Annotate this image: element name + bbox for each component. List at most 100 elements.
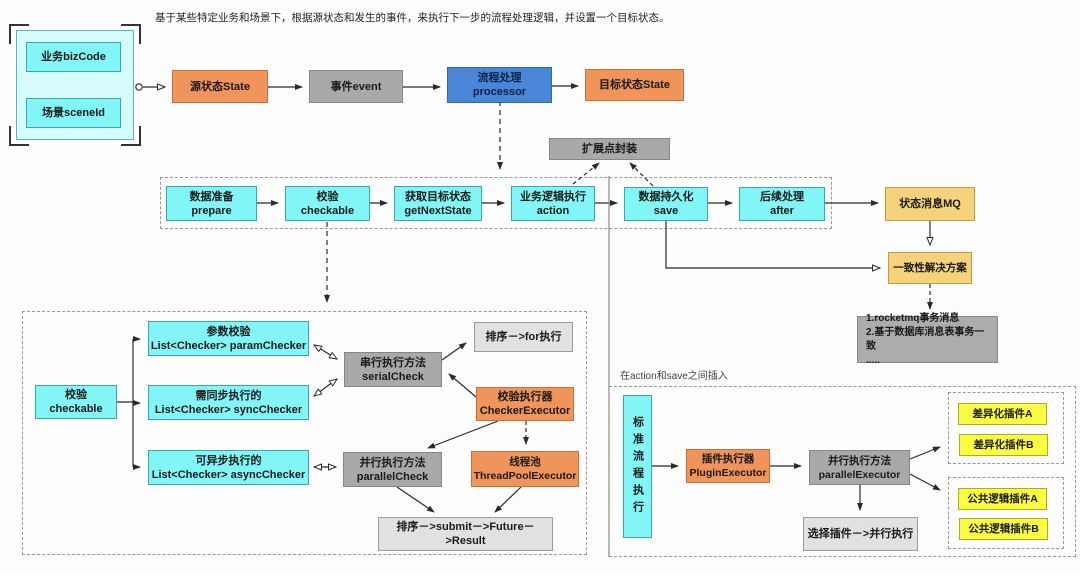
serial-check-label-en: serialCheck xyxy=(362,370,424,383)
async-checker-label-cn: 可异步执行的 xyxy=(195,454,262,467)
processor-label-cn: 流程处理 xyxy=(477,72,522,84)
after-label-cn: 后续处理 xyxy=(760,191,804,203)
connector-save-to-extension xyxy=(629,162,654,187)
common-plugin-a-label: 公共逻辑插件A xyxy=(967,493,1038,505)
diff-plugin-b-label: 差异化插件B xyxy=(973,439,1034,451)
connector-action-to-extension xyxy=(572,162,600,185)
node-target-state: 目标状态State xyxy=(585,69,684,101)
diff-plugin-group-border xyxy=(948,392,1064,464)
consistency-note-2: 2.基于数据库消息表事务一致 xyxy=(866,326,985,352)
async-checker-label-en: List<Checker> asyncChecker xyxy=(151,468,306,481)
event-label: 事件event xyxy=(330,80,382,93)
node-common-plugin-b: 公共逻辑插件B xyxy=(959,518,1048,540)
extension-point-label: 扩展点封装 xyxy=(582,143,637,155)
connector-context-origin-circle xyxy=(135,83,143,91)
node-after: 后续处理 after xyxy=(739,187,825,221)
node-for-note: 排序－>for执行 xyxy=(474,322,573,352)
connector-serialcheck-to-fornote xyxy=(441,342,467,361)
node-save: 数据持久化 save xyxy=(624,187,708,221)
checkable-label-cn: 校验 xyxy=(316,190,339,203)
parallel-executor-label-en: parallelExecutor xyxy=(818,468,901,481)
connector-checkerexecutor-to-serialcheck xyxy=(448,373,477,398)
prepare-label-en: prepare xyxy=(191,204,232,217)
node-action: 业务逻辑执行 action xyxy=(511,186,595,221)
standard-flow-label: 标准流程执行 xyxy=(631,415,644,518)
serial-check-label-cn: 串行执行方法 xyxy=(360,356,426,369)
connector-parallelcheck-to-submitnote xyxy=(396,486,435,513)
node-checkable-detail: 校验 checkable xyxy=(35,385,117,419)
sync-checker-label-cn: 需同步执行的 xyxy=(195,389,262,402)
connector-save-to-consistency xyxy=(665,221,880,268)
node-prepare: 数据准备 prepare xyxy=(166,186,257,221)
connector-threadpool-to-submitnote xyxy=(494,486,522,513)
node-biz-code: 业务bizCode xyxy=(26,42,121,72)
diff-plugin-a-label: 差异化插件A xyxy=(972,408,1033,420)
node-submit-note: 排序－>submit－>Future－>Result xyxy=(378,517,553,551)
getnextstate-label-cn: 获取目标状态 xyxy=(405,190,471,203)
processor-label-en: processor xyxy=(472,86,527,98)
biz-code-label: 业务bizCode xyxy=(41,51,106,63)
save-label-cn: 数据持久化 xyxy=(638,191,694,203)
node-param-checker: 参数校验 List<Checker> paramChecker xyxy=(148,321,309,356)
node-source-state: 源状态State xyxy=(172,70,268,103)
param-checker-label-en: List<Checker> paramChecker xyxy=(150,339,307,352)
node-scene-id: 场景sceneId xyxy=(26,98,121,128)
connector-parallelexecutor-to-commonplugins xyxy=(909,473,941,491)
common-plugin-b-label: 公共逻辑插件B xyxy=(968,523,1039,535)
plugin-executor-label-en: PluginExecutor xyxy=(689,467,767,479)
consistency-note-1: 1.rocketmq事务消息 xyxy=(866,312,960,324)
node-status-mq: 状态消息MQ xyxy=(885,187,975,221)
node-select-note: 选择插件－>并行执行 xyxy=(803,517,918,551)
connector-checkerexecutor-to-parallelcheck xyxy=(427,420,499,449)
common-plugin-group-border xyxy=(948,477,1064,549)
action-label-cn: 业务逻辑执行 xyxy=(520,190,586,203)
node-extension-point: 扩展点封装 xyxy=(549,138,670,160)
node-checker-executor: 校验执行器 CheckerExecutor xyxy=(476,387,574,421)
sync-checker-label-en: List<Checker> syncChecker xyxy=(154,403,303,416)
node-event: 事件event xyxy=(309,70,403,103)
scene-id-label: 场景sceneId xyxy=(42,107,105,119)
source-state-label: 源状态State xyxy=(190,80,250,93)
target-state-label: 目标状态State xyxy=(599,79,670,91)
parallel-executor-label-cn: 并行执行方法 xyxy=(828,454,891,467)
action-label-en: action xyxy=(536,204,570,217)
node-thread-pool: 线程池 ThreadPoolExecutor xyxy=(471,451,579,487)
status-mq-label: 状态消息MQ xyxy=(899,198,961,210)
node-checkable: 校验 checkable xyxy=(285,186,370,221)
node-processor: 流程处理 processor xyxy=(447,67,552,103)
consistency-label: 一致性解决方案 xyxy=(893,262,967,274)
thread-pool-label-cn: 线程池 xyxy=(509,456,541,468)
save-label-en: save xyxy=(653,205,679,217)
checkable-detail-label-cn: 校验 xyxy=(65,389,87,401)
node-plugin-executor: 插件执行器 PluginExecutor xyxy=(686,449,770,483)
parallel-check-label-cn: 并行执行方法 xyxy=(359,456,426,469)
insert-note: 在action和save之间插入 xyxy=(620,371,728,382)
node-sync-checker: 需同步执行的 List<Checker> syncChecker xyxy=(148,385,309,420)
node-diff-plugin-a: 差异化插件A xyxy=(958,403,1047,425)
check-detail-group-border xyxy=(22,311,587,555)
select-note-label: 选择插件－>并行执行 xyxy=(807,528,914,540)
connector-paramchecker-serialcheck xyxy=(314,345,337,359)
node-consistency: 一致性解决方案 xyxy=(888,252,972,284)
for-note-label: 排序－>for执行 xyxy=(485,331,562,343)
node-common-plugin-a: 公共逻辑插件A xyxy=(958,488,1047,510)
submit-note-label: 排序－>submit－>Future－>Result xyxy=(396,521,535,547)
param-checker-label-cn: 参数校验 xyxy=(206,325,251,338)
checker-executor-label-cn: 校验执行器 xyxy=(497,391,553,403)
node-diff-plugin-b: 差异化插件B xyxy=(959,434,1048,456)
selection-corner-marks xyxy=(9,24,141,146)
parallel-check-label-en: parallelCheck xyxy=(356,470,429,483)
getnextstate-label-en: getNextState xyxy=(404,204,472,217)
checkable-label-en: checkable xyxy=(300,204,355,217)
node-async-checker: 可异步执行的 List<Checker> asyncChecker xyxy=(148,450,309,485)
prepare-label-cn: 数据准备 xyxy=(189,190,234,203)
connector-parallelexecutor-to-diffplugins xyxy=(909,446,941,460)
diagram-title: 基于某些特定业务和场景下，根据源状态和发生的事件，来执行下一步的流程处理逻辑，并… xyxy=(155,12,670,24)
plugin-detail-group-border xyxy=(609,386,1076,557)
consistency-note-3: ..... xyxy=(866,354,880,366)
node-serial-check: 串行执行方法 serialCheck xyxy=(344,352,442,387)
node-standard-flow: 标准流程执行 xyxy=(623,395,652,538)
node-parallel-executor: 并行执行方法 parallelExecutor xyxy=(809,450,910,485)
